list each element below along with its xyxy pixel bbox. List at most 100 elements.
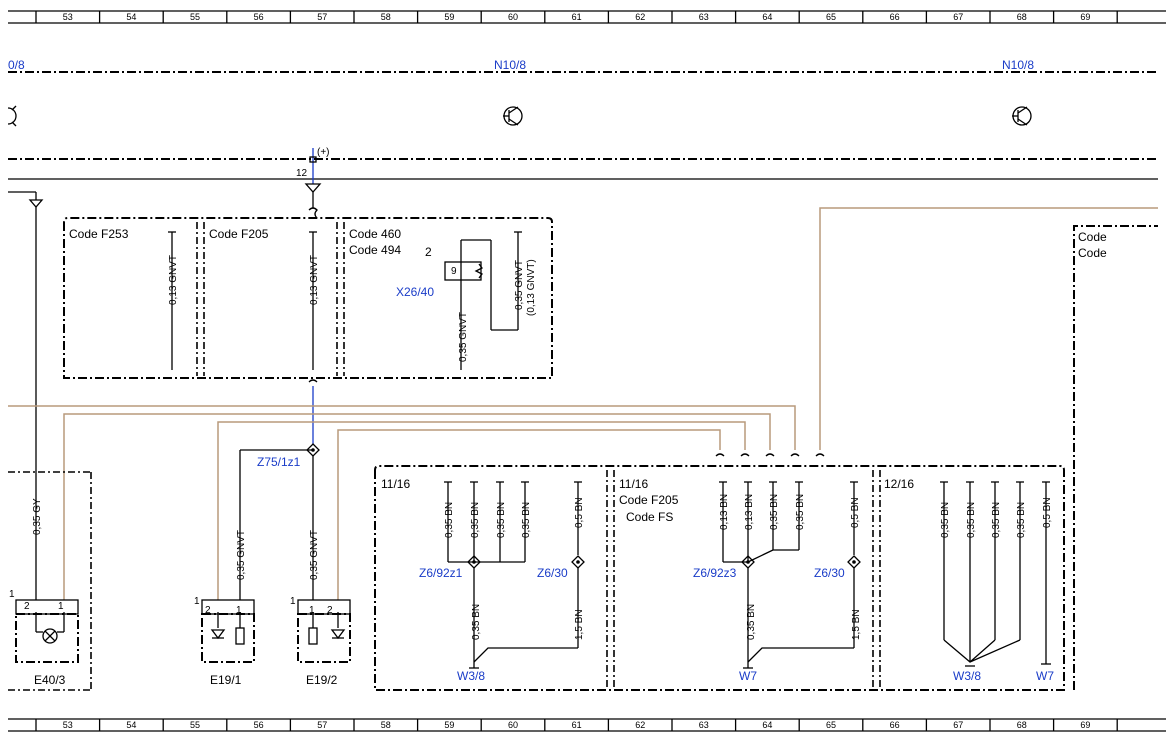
grid-number: 64 [762,720,772,730]
grid-number: 58 [381,12,391,22]
signal-block: 11/16 11/16 Code F205 Code FS 12/16 0,35… [374,453,1065,691]
grid-number: 65 [826,12,836,22]
code-f253-label: Code F253 [69,227,129,241]
grid-number: 63 [699,720,709,730]
code-f205-label: Code F205 [209,227,269,241]
wire-label: 0,5 BN [1042,497,1053,528]
wire-label-bn: 0,35 BN [471,604,482,640]
connector-z6-92z3: Z6/92z3 [693,566,737,580]
component-e40-3: 1 2 1 E40/3 [8,471,92,691]
grid-number: 62 [635,12,645,22]
grid-number: 69 [1080,720,1090,730]
wire-label: 0,13 BN [744,494,755,530]
wire-label: 0,35 BN [769,494,780,530]
code-option-block: Code F253 Code F205 Code 460 Code 494 0,… [63,217,553,379]
wire-label: 0,35 BN [1016,502,1027,538]
connector-z6-92z1: Z6/92z1 [419,566,463,580]
wire-label-gnvt: 0,35 GNVT [236,530,247,580]
grid-number: 64 [762,12,772,22]
transistor-icon-partial [7,105,17,127]
svg-text:2: 2 [205,605,211,616]
grid-number: 59 [444,12,454,22]
grid-number: 55 [190,12,200,22]
grid-number: 67 [953,720,963,730]
connector-z6-30-a: Z6/30 [537,566,568,580]
ref-label: 12/16 [884,477,914,491]
grid-number: 66 [890,12,900,22]
code-494-label: Code 494 [349,243,401,257]
grid-number: 62 [635,720,645,730]
wire-label-gnvt: 0,35 GNVT [309,530,320,580]
wire-label: 0,5 BN [850,497,861,528]
lamp-icon [42,628,58,644]
module-label-left: 0/8 [8,58,25,72]
grid-number: 55 [190,720,200,730]
code-f205-b-label: Code F205 [619,493,679,507]
connector-x26-40: X26/40 [396,285,434,299]
wire-label: 0,35 BN [496,502,507,538]
svg-text:1: 1 [309,605,315,616]
led-icon [330,629,346,640]
grid-number: 58 [381,720,391,730]
grid-number: 54 [126,720,136,730]
component-e19-2: 1 1 2 E19/2 [290,596,351,687]
wire-label-gnvt: 0,13 GNVT [168,255,179,305]
grid-number: 65 [826,720,836,730]
grid-number: 63 [699,12,709,22]
wire-label: 0,35 BN [991,502,1002,538]
grid-number: 69 [1080,12,1090,22]
connector-z6-30-b: Z6/30 [814,566,845,580]
grid-number: 68 [1017,720,1027,730]
component-label-e19-1: E19/1 [210,673,242,687]
wire-label-bn15: 1,5 BN [574,609,585,640]
wire-label: 0,35 BN [795,494,806,530]
led-icon [210,629,226,640]
component-label-e19-2: E19/2 [306,673,338,687]
z75-junction: Z75/1z1 0,35 GNVT 0,35 GNVT [236,379,320,600]
resistor-icon [308,627,318,645]
code-460-label: Code 460 [349,227,401,241]
component-label-e40-3: E40/3 [34,673,66,687]
svg-text:1: 1 [194,596,200,607]
wire-label: 0,5 BN [574,497,585,528]
connector-w7-b: W7 [1036,669,1054,683]
right-partial-block: Code Code [1073,225,1158,690]
svg-text:1: 1 [9,589,15,600]
wire-label-bn15: 1,5 BN [851,609,862,640]
svg-text:1: 1 [290,596,296,607]
grid-number: 56 [254,12,264,22]
grid-number: 59 [444,720,454,730]
connector-w3-8-a: W3/8 [457,669,485,683]
svg-text:2: 2 [24,601,30,612]
grid-number: 54 [126,12,136,22]
wire-label: 0,35 BN [470,502,481,538]
svg-text:2: 2 [327,605,333,616]
wire-label: 0,35 BN [521,502,532,538]
wire-label-gnvt: 0,35 GNVT [514,260,525,310]
code-fs-label: Code FS [626,510,673,524]
svg-text:(+): (+) [317,147,330,158]
ref-label: 11/16 [381,477,410,491]
ref-label: 11/16 [619,477,648,491]
grid-number: 60 [508,720,518,730]
resistor-icon [235,627,245,645]
svg-text:9: 9 [451,266,457,277]
grid-number: 53 [63,720,73,730]
component-e19-1: 1 2 1 E19/1 [194,596,255,687]
module-label-center: N10/8 [494,58,526,72]
left-ground-wire: 0,35 GY [8,191,44,600]
connector-pin-label: 12 [296,168,308,179]
wire-label: 0,13 BN [719,494,730,530]
wire-label: 0,35 BN [966,502,977,538]
svg-text:1: 1 [236,605,242,616]
grid-number: 67 [953,12,963,22]
grid-number: 66 [890,720,900,730]
connector-z75: Z75/1z1 [257,455,301,469]
connector-w7-a: W7 [739,669,757,683]
top-connector: (+) 12 [296,147,330,219]
code-right-a-label: Code [1078,230,1107,244]
module-label-right: N10/8 [1002,58,1034,72]
connector-w3-8-b: W3/8 [953,669,981,683]
